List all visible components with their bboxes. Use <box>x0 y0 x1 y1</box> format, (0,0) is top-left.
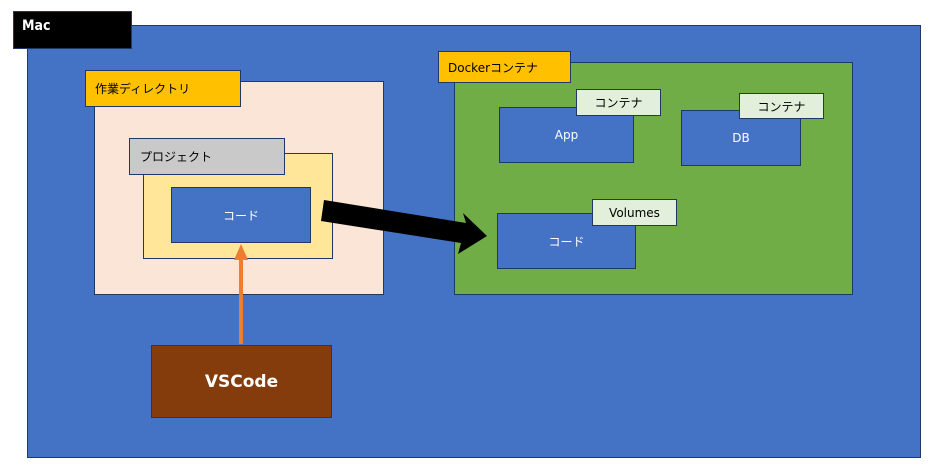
mac-label: Mac <box>13 11 132 49</box>
db-container-box: DB <box>681 110 801 166</box>
local-code-box: コード <box>171 187 311 243</box>
volumes-tag: Volumes <box>592 199 677 226</box>
app-container-box: App <box>499 107 634 163</box>
db-container-tag: コンテナ <box>739 93 824 119</box>
project-label: プロジェクト <box>129 138 285 175</box>
docker-container-label: Dockerコンテナ <box>438 51 571 83</box>
work-directory-label: 作業ディレクトリ <box>85 70 241 107</box>
app-container-tag: コンテナ <box>576 89 661 116</box>
vscode-box: VSCode <box>151 345 332 418</box>
